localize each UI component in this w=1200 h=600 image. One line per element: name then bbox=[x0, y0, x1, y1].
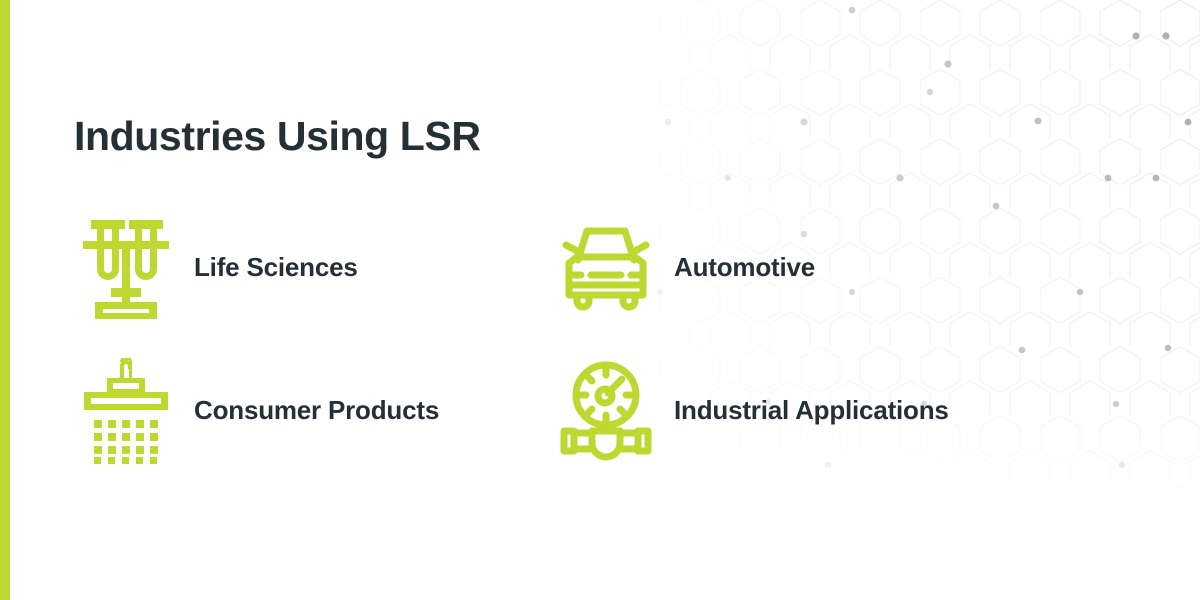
industry-item-life-sciences: Life Sciences bbox=[74, 196, 554, 339]
left-accent-bar bbox=[0, 0, 10, 600]
industry-label: Automotive bbox=[674, 252, 816, 282]
industries-grid: Life Sciences bbox=[74, 196, 1084, 482]
car-front-icon bbox=[554, 212, 658, 324]
industry-label: Life Sciences bbox=[194, 252, 358, 282]
pressure-gauge-valve-icon bbox=[554, 355, 658, 467]
test-tubes-icon bbox=[74, 212, 178, 324]
industry-label: Consumer Products bbox=[194, 395, 440, 425]
industry-item-consumer-products: Consumer Products bbox=[74, 339, 554, 482]
industry-item-industrial-applications: Industrial Applications bbox=[554, 339, 1034, 482]
industry-item-automotive: Automotive bbox=[554, 196, 1034, 339]
page-title: Industries Using LSR bbox=[74, 113, 481, 159]
shower-head-icon bbox=[74, 355, 178, 467]
industry-label: Industrial Applications bbox=[674, 395, 949, 425]
